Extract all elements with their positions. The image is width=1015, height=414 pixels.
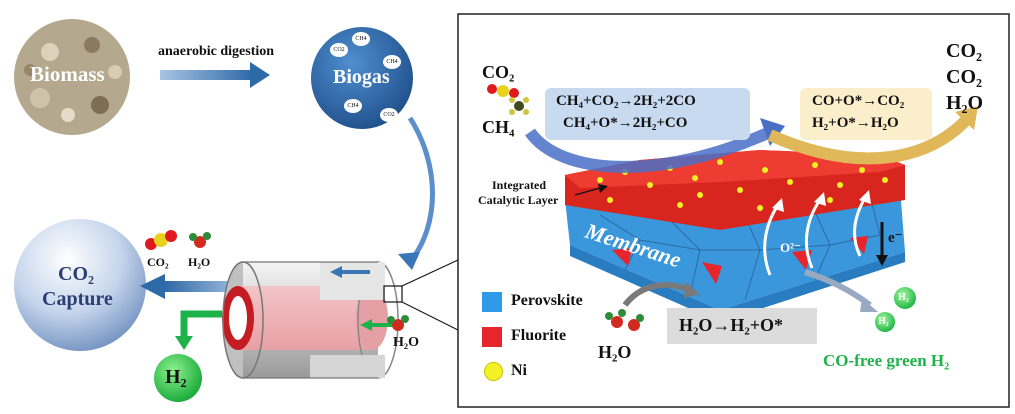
exhaust-h2o-molecule (189, 232, 211, 248)
h2-bubble (875, 312, 895, 332)
biomass-label: Biomass (30, 62, 105, 86)
reaction-line: CH₄+O*→2H₂+CO (563, 115, 688, 131)
h2-bubble (894, 287, 916, 309)
legend-swatch-fluorite (482, 327, 502, 347)
legend-label: Perovskite (511, 292, 583, 309)
water-inlet-label: H₂O (598, 342, 632, 362)
water-splitting-box (667, 308, 817, 344)
legend-label: Ni (511, 362, 527, 379)
electron-label: e⁻ (888, 230, 903, 246)
biogas-label: Biogas (333, 66, 390, 88)
reaction-line: CH₄+CO₂→2H₂+2CO (556, 93, 696, 109)
anaerobic-digestion-label: anaerobic digestion (158, 44, 275, 59)
co2-capture-title: CO₂ (58, 263, 94, 285)
co2-capture-circle (14, 219, 146, 351)
exhaust-co2-molecule (145, 230, 177, 250)
oxygen-ion-label: O²⁻ (780, 240, 801, 255)
h2-product-label: H₂ (165, 366, 187, 388)
co2-capture-subtitle: Capture (42, 288, 113, 310)
biogas-molecule-bubble: CH4 (344, 99, 362, 113)
output-label: CO₂ (946, 40, 982, 62)
biogas-molecule-bubble: CH4 (383, 55, 401, 69)
output-label: H₂O (946, 92, 984, 114)
co2-feed-label: CO₂ (482, 62, 515, 82)
biogas-molecule-bubble: CO2 (380, 108, 398, 122)
layer-label-line2: Catalytic Layer (478, 193, 559, 207)
exhaust-co2-label: CO₂ (147, 255, 169, 269)
legend-label: Fluorite (511, 327, 567, 344)
reaction-line: CO+O*→CO₂ (812, 93, 905, 109)
green-h2-label: CO-free green H₂ (823, 351, 950, 370)
oxygen-ion-arrows (763, 197, 867, 276)
legend-swatch-ni (484, 362, 503, 381)
output-label: CO₂ (946, 66, 982, 88)
steam-inlet-label: H₂O (393, 335, 419, 350)
layer-label-line1: Integrated (492, 178, 546, 192)
digestion-arrow (160, 70, 252, 80)
water-splitting-reaction: H₂O→H₂+O* (679, 315, 784, 335)
h2-bubble-label: H₂ (898, 292, 909, 303)
reaction-line: H₂+O*→H₂O (812, 115, 899, 131)
biomass-circle (14, 19, 130, 135)
legend-swatch-perovskite (482, 292, 502, 312)
water-molecule (605, 309, 644, 331)
co2-molecule (487, 84, 519, 98)
biogas-molecule-bubble: CO2 (330, 43, 348, 57)
ch4-molecule (509, 97, 529, 115)
h2-bubble-label: H₂ (878, 316, 889, 327)
reforming-reaction-box (545, 88, 750, 140)
exhaust-h2o-label: H₂O (188, 255, 211, 269)
membrane-reactor-tube (222, 261, 403, 379)
biogas-molecule-bubble: CH4 (352, 32, 370, 46)
ch4-feed-label: CH₄ (482, 117, 515, 137)
oxidation-reaction-box (800, 88, 932, 140)
h2-product-sphere (154, 354, 202, 402)
steam-h2o-molecule (387, 315, 409, 331)
